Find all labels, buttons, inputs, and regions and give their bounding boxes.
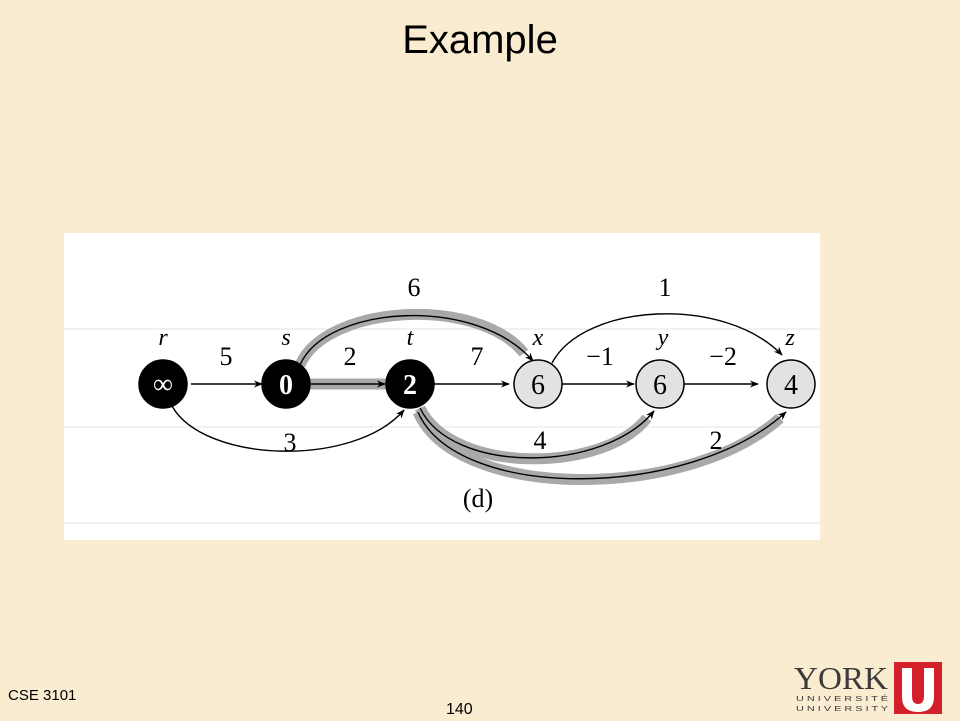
node-value-s: 0 [279,370,293,401]
logo-line-fr: U N I V E R S I T É [796,694,888,703]
logo-wordmark: YORK [794,660,888,696]
dag-shortest-path-figure: 5 3 2 6 7 −1 1 −2 4 2 r s t x y z ∞ [64,233,820,540]
node-name-t: t [407,325,415,351]
dag-diagram: 5 3 2 6 7 −1 1 −2 4 2 r s t x y z ∞ [64,273,820,524]
edge-t-z [417,411,787,480]
weight-t-z: 2 [710,426,723,455]
node-name-s: s [281,325,290,351]
node-name-y: y [656,325,669,351]
node-z: 4 [766,359,816,409]
node-names: r s t x y z [158,325,795,351]
edge-x-z [551,313,783,364]
york-logo-graphic: YORK U N I V E R S I T É U N I V E R S I… [794,660,942,714]
weight-x-z: 1 [659,273,672,302]
node-value-r: ∞ [153,369,173,400]
node-value-z: 4 [784,370,798,401]
weight-r-t: 3 [284,428,297,457]
node-s: 0 [261,359,311,409]
node-name-x: x [532,325,544,351]
slide-title: Example [402,18,558,62]
weight-t-x: 7 [471,342,484,371]
node-value-t: 2 [403,370,417,401]
nodes: ∞ 0 2 6 6 4 [138,359,816,409]
weight-t-y: 4 [534,426,547,455]
logo-line-en: U N I V E R S I T Y [796,704,888,713]
node-t: 2 [385,359,435,409]
weight-x-y: −1 [586,342,614,371]
weight-r-s: 5 [220,342,233,371]
edge-r-t [171,405,405,452]
page-number: 140 [446,701,473,718]
edge-weights: 5 3 2 6 7 −1 1 −2 4 2 [220,273,737,457]
edges [171,313,787,480]
edge-t-y [419,407,655,459]
weight-s-t: 2 [344,342,357,371]
york-university-logo: YORK U N I V E R S I T É U N I V E R S I… [792,660,952,716]
york-u-emblem [894,662,942,714]
weight-y-z: −2 [709,342,737,371]
node-value-y: 6 [653,370,667,401]
node-name-z: z [784,325,795,351]
diagram-caption: (d) [463,484,493,513]
edge-s-x [299,315,534,366]
node-y: 6 [635,359,685,409]
node-r: ∞ [138,359,188,409]
weight-s-x: 6 [408,273,421,302]
node-name-r: r [158,325,168,351]
node-value-x: 6 [531,370,545,401]
course-code: CSE 3101 [8,687,77,704]
node-x: 6 [513,359,563,409]
